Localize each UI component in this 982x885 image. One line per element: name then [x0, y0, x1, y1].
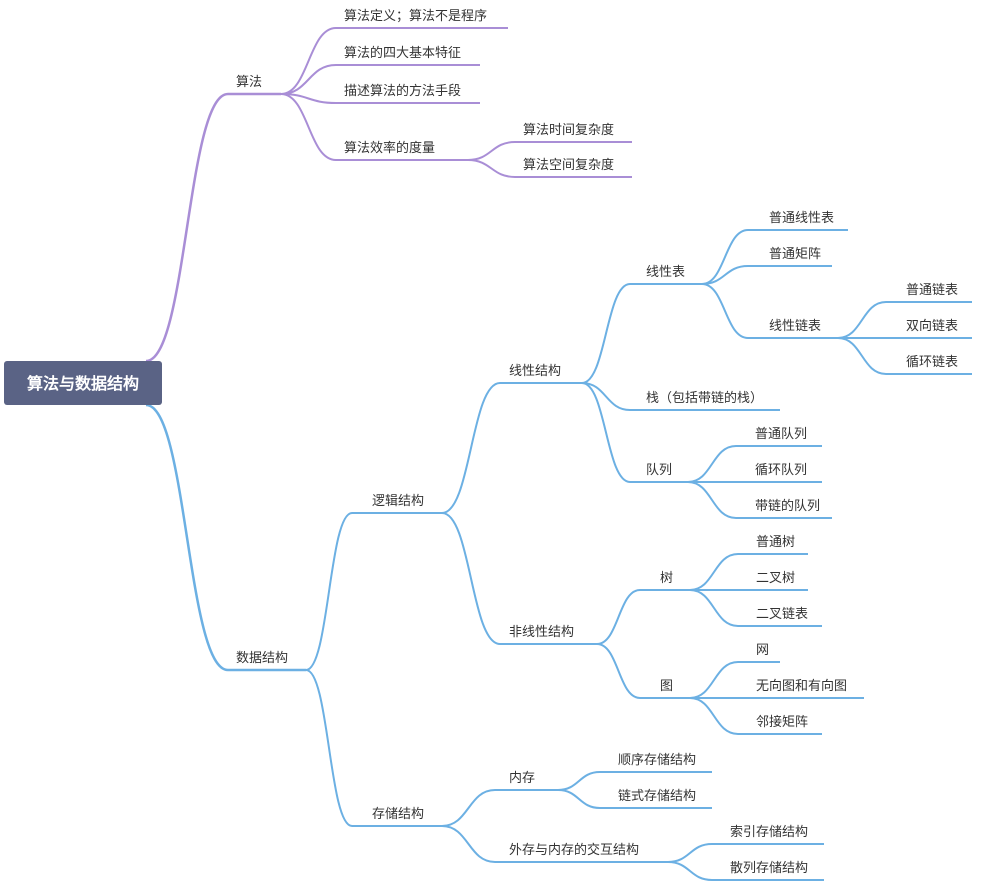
node-directed-undirected-graph[interactable]: 无向图和有向图 — [756, 678, 847, 694]
connector-external — [441, 825, 496, 863]
connector-algorithm-features — [280, 64, 337, 95]
node-algorithm[interactable]: 算法 — [236, 75, 262, 90]
root-node-label: 算法与数据结构 — [27, 374, 139, 393]
node-queue[interactable]: 队列 — [646, 463, 672, 478]
connector-linked-storage — [557, 789, 601, 809]
node-plain-tree[interactable]: 普通树 — [756, 535, 795, 550]
connector-sequential-storage — [557, 771, 601, 791]
connector-circular-linked-list — [837, 337, 887, 375]
node-linear-structure[interactable]: 线性结构 — [509, 364, 561, 379]
root-node-box — [4, 361, 162, 405]
node-sequential-storage[interactable]: 顺序存储结构 — [618, 753, 696, 768]
node-algorithm-description[interactable]: 描述算法的方法手段 — [344, 83, 461, 99]
connector-space-complexity — [467, 159, 516, 178]
node-doubly-linked-list[interactable]: 双向链表 — [906, 318, 958, 334]
connector-plain-tree — [689, 553, 739, 591]
node-tree[interactable]: 树 — [660, 571, 673, 586]
connector-time-complexity — [467, 141, 516, 161]
node-algorithm-features[interactable]: 算法的四大基本特征 — [344, 45, 461, 61]
node-linked-queue[interactable]: 带链的队列 — [755, 498, 820, 514]
connector-linked-list — [701, 283, 749, 339]
connector-linked-queue — [687, 481, 737, 519]
node-plain-linear-list[interactable]: 普通线性表 — [769, 211, 834, 226]
node-memory[interactable]: 内存 — [509, 770, 535, 786]
node-logical-structure[interactable]: 逻辑结构 — [372, 494, 424, 509]
connector-queue — [581, 382, 631, 483]
connector-index-storage — [667, 843, 713, 863]
node-adjacency-matrix[interactable]: 邻接矩阵 — [756, 714, 808, 730]
connector-root-algorithm — [145, 92, 229, 363]
node-time-complexity[interactable]: 算法时间复杂度 — [523, 122, 614, 138]
node-plain-linked-list[interactable]: 普通链表 — [906, 283, 958, 298]
node-circular-queue[interactable]: 循环队列 — [755, 463, 807, 478]
connector-stack — [581, 382, 631, 411]
node-storage-structure[interactable]: 存储结构 — [372, 807, 424, 822]
node-linear-list[interactable]: 线性表 — [646, 265, 685, 280]
connector-linear — [441, 382, 501, 514]
node-plain-matrix[interactable]: 普通矩阵 — [769, 247, 821, 262]
node-algorithm-definition[interactable]: 算法定义；算法不是程序 — [344, 9, 487, 24]
connector-adjacency-matrix — [689, 697, 739, 735]
node-linked-storage[interactable]: 链式存储结构 — [618, 789, 696, 804]
connector-hash-storage — [667, 861, 713, 881]
connector-nonlinear — [441, 512, 501, 645]
root-node[interactable]: 算法与数据结构 — [4, 361, 162, 405]
connector-plain-queue — [687, 445, 737, 483]
node-hash-storage[interactable]: 散列存储结构 — [730, 861, 808, 876]
node-network[interactable]: 网 — [756, 643, 769, 658]
node-plain-queue[interactable]: 普通队列 — [755, 427, 807, 442]
node-underlines — [228, 27, 972, 881]
node-linked-list[interactable]: 线性链表 — [769, 319, 821, 334]
node-graph[interactable]: 图 — [660, 679, 673, 694]
connector-algorithm-definition — [280, 27, 337, 95]
connector-logical — [305, 512, 353, 671]
connector-memory — [441, 789, 496, 827]
connector-graph — [596, 643, 641, 699]
connector-tree — [596, 589, 641, 645]
node-stack[interactable]: 栈（包括带链的栈） — [646, 390, 763, 406]
connector-lines — [145, 27, 887, 881]
node-nonlinear-structure[interactable]: 非线性结构 — [509, 625, 574, 640]
connector-storage — [305, 669, 353, 827]
node-binary-linked-list[interactable]: 二叉链表 — [756, 607, 808, 622]
node-external-memory[interactable]: 外存与内存的交互结构 — [509, 842, 639, 858]
node-space-complexity[interactable]: 算法空间复杂度 — [523, 157, 614, 173]
node-algorithm-efficiency[interactable]: 算法效率的度量 — [344, 140, 435, 156]
connector-network — [689, 661, 739, 699]
node-circular-linked-list[interactable]: 循环链表 — [906, 355, 958, 370]
node-index-storage[interactable]: 索引存储结构 — [730, 825, 808, 840]
connector-algorithm-efficiency — [280, 93, 337, 161]
connector-plain-linked-list — [837, 301, 887, 339]
connector-binary-linked-list — [689, 589, 739, 627]
node-data-structure[interactable]: 数据结构 — [236, 651, 288, 666]
node-binary-tree[interactable]: 二叉树 — [756, 571, 795, 586]
connector-plain-matrix — [701, 265, 749, 285]
connector-root-data-structure — [145, 403, 229, 672]
connector-linear-list — [581, 283, 631, 384]
